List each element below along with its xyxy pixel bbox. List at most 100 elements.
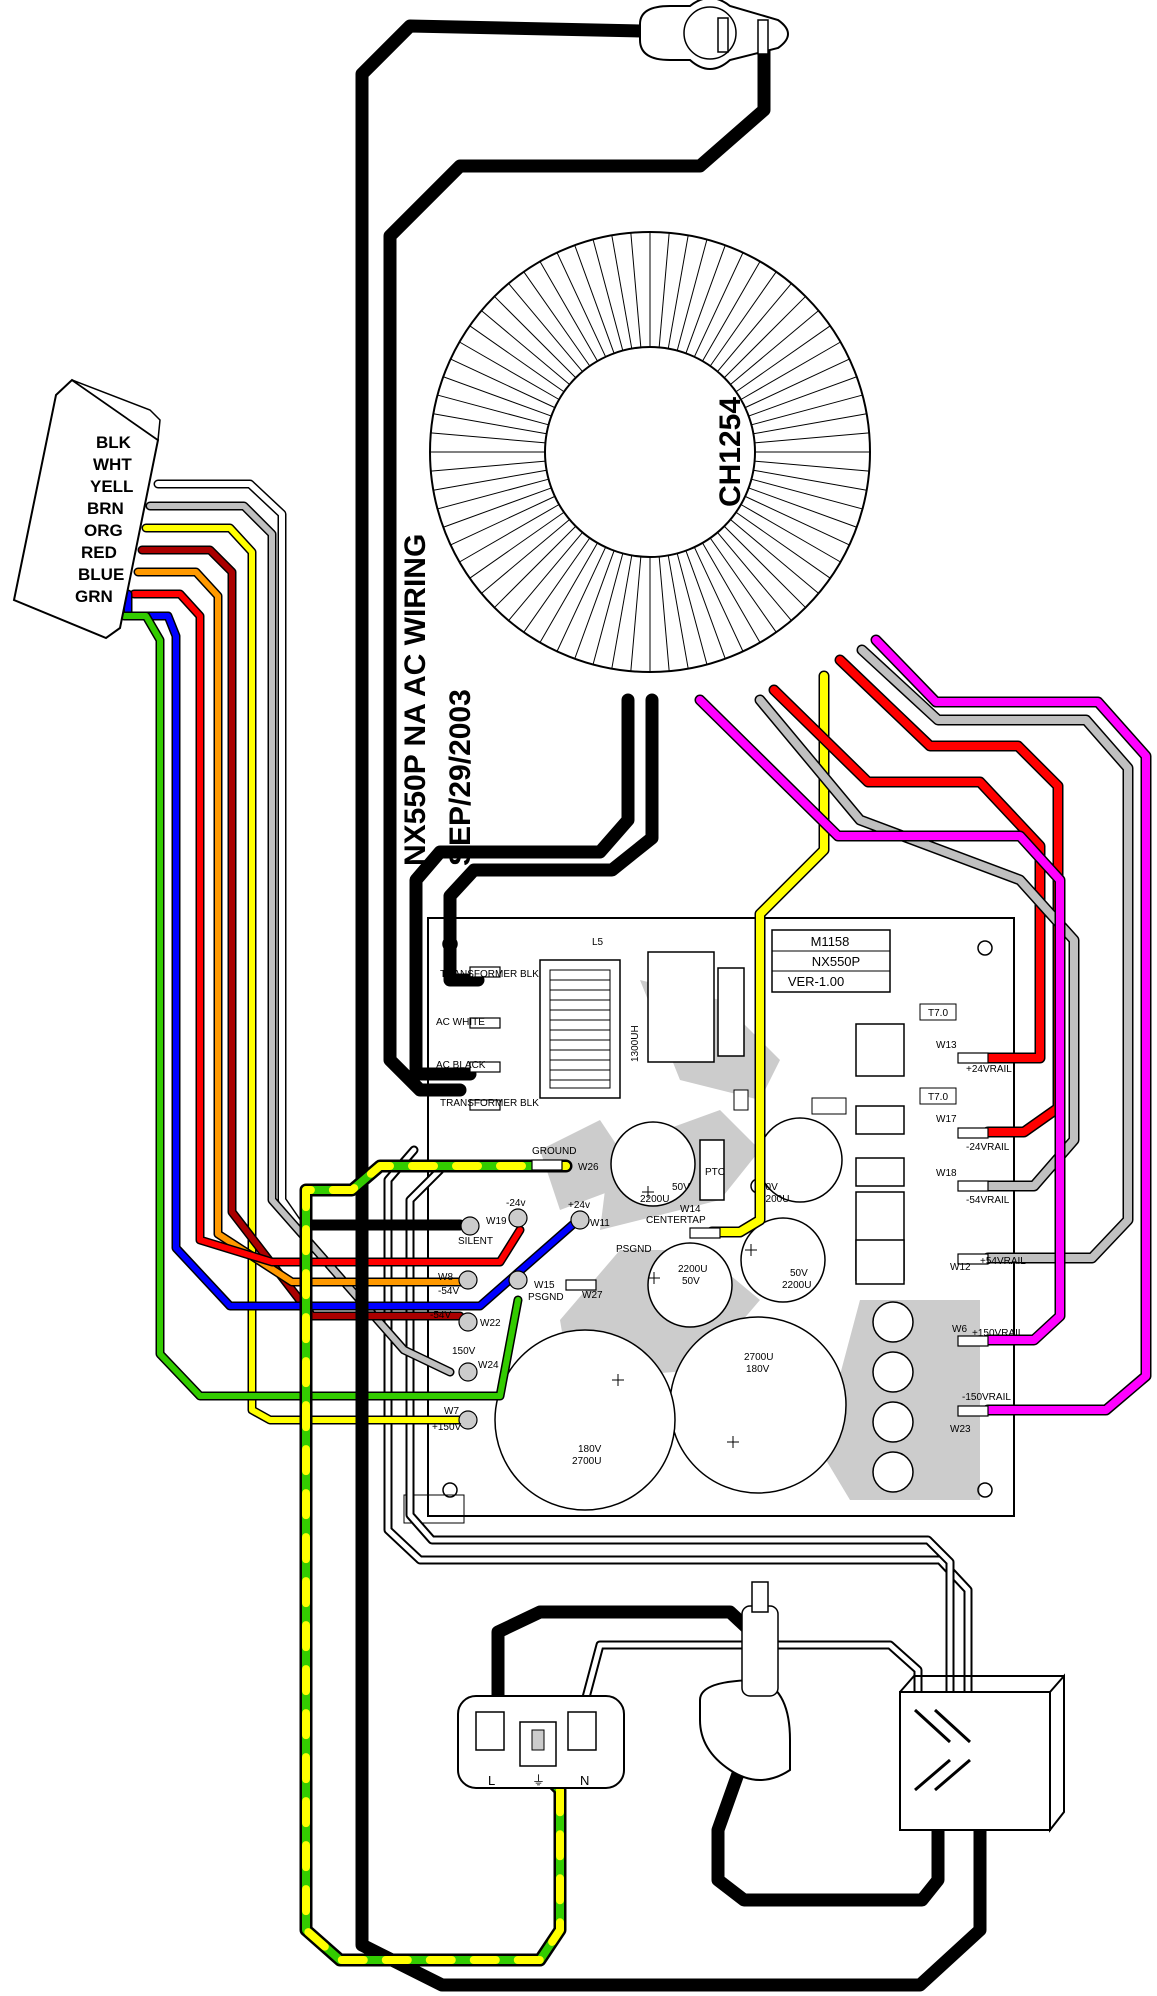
svg-text:W6: W6	[952, 1324, 967, 1335]
toroid-winding	[740, 341, 841, 400]
toroid-winding	[702, 542, 761, 643]
connector-pin-label: WHT	[93, 455, 132, 474]
svg-text:W22: W22	[480, 1318, 501, 1329]
svg-text:CENTERTAP: CENTERTAP	[646, 1215, 706, 1226]
toroid-winding	[748, 376, 857, 417]
toroid-winding	[430, 460, 546, 472]
toroid-winding	[685, 245, 726, 354]
toroid-winding	[469, 511, 565, 579]
bundle-wire	[121, 613, 521, 1399]
power-switch	[639, 0, 789, 70]
toroid-winding	[611, 555, 633, 669]
secondary-wire	[756, 696, 1078, 1190]
toroid-winding	[676, 239, 708, 351]
svg-text:2200U: 2200U	[760, 1194, 789, 1205]
toroid-winding	[556, 546, 607, 652]
toroid-winding	[523, 537, 591, 633]
inlet-live-label: L	[488, 1773, 495, 1788]
title-line1: NX550P NA AC WIRING	[399, 534, 432, 866]
svg-text:+150VRAIL: +150VRAIL	[972, 1328, 1024, 1339]
bundle-wire	[131, 591, 523, 1265]
svg-text:+24VRAIL: +24VRAIL	[966, 1064, 1012, 1075]
fuse2-label: T7.0	[928, 1092, 948, 1103]
inductor-ref: L5	[592, 937, 604, 948]
toroid-winding	[751, 478, 863, 510]
toroid-winding	[508, 283, 583, 372]
toroid-winding	[754, 432, 870, 444]
board-name: NX550P	[812, 954, 860, 969]
relay-box	[899, 1673, 1065, 1833]
inductor-l5: L5 1300UH	[539, 937, 641, 1099]
toroid-winding	[667, 555, 689, 669]
svg-text:W8: W8	[438, 1272, 453, 1283]
toroid-winding	[717, 283, 792, 372]
svg-text:W19: W19	[486, 1216, 507, 1227]
svg-text:-24VRAIL: -24VRAIL	[966, 1142, 1010, 1153]
svg-text:-150VRAIL: -150VRAIL	[962, 1392, 1011, 1403]
toroid-winding	[754, 460, 870, 472]
svg-text:180V: 180V	[578, 1444, 602, 1455]
toroid-winding	[481, 519, 570, 594]
secondary-wire	[770, 686, 1044, 1062]
toroid-winding	[717, 532, 792, 621]
svg-text:2200U: 2200U	[782, 1280, 811, 1291]
toroid-winding	[740, 504, 841, 563]
capacitor-c6: 180V 2700U	[494, 1329, 676, 1511]
connector-pin-label: RED	[81, 543, 117, 562]
secondary-wire	[696, 696, 1064, 1344]
svg-text:50V: 50V	[760, 1182, 778, 1193]
ac-inlet: L ⏚ N	[457, 1695, 625, 1789]
transformer-label: CH1254	[714, 397, 747, 507]
toroid-winding	[469, 325, 565, 393]
toroid-winding	[574, 245, 615, 354]
svg-text:W26: W26	[578, 1162, 599, 1173]
capacitor-c5: 2700U 180V	[669, 1316, 847, 1494]
capacitor-c4: 50V 2200U	[740, 1217, 826, 1303]
svg-text:2200U: 2200U	[678, 1264, 707, 1275]
svg-text:-54V: -54V	[430, 1310, 451, 1321]
toroid-winding	[523, 271, 591, 367]
toroid-winding	[693, 546, 744, 652]
connector-pin-label: BLUE	[78, 565, 124, 584]
capacitor-c1: 50V 2200U	[610, 1121, 696, 1207]
toroid-winding	[735, 325, 831, 393]
board-model: M1158	[811, 934, 850, 949]
toroid-winding	[508, 532, 583, 621]
toroid-winding	[556, 252, 607, 358]
toroid-winding	[753, 469, 867, 491]
capacitor-c2: 50V 2200U	[757, 1117, 843, 1205]
bundle-wire	[139, 547, 463, 1319]
toroid-winding	[443, 376, 552, 417]
toroid-winding	[592, 239, 624, 351]
svg-text:GROUND: GROUND	[532, 1146, 576, 1157]
connector-bundle-wires	[119, 479, 583, 1425]
svg-text:W11: W11	[590, 1218, 610, 1229]
svg-text:SILENT: SILENT	[458, 1236, 493, 1247]
board-version: VER-1.00	[788, 974, 844, 989]
capacitor-c3: 2200U 50V	[647, 1242, 733, 1328]
svg-text:TRANSFORMER BLK: TRANSFORMER BLK	[440, 969, 539, 980]
toroid-winding	[481, 310, 570, 385]
toroid-winding	[494, 296, 577, 379]
svg-text:W17: W17	[936, 1114, 957, 1125]
toroid-winding	[450, 495, 556, 546]
svg-text:50V: 50V	[682, 1276, 700, 1287]
board-terminals: TRANSFORMER BLK AC WHITE AC BLACK TRANSF…	[430, 966, 1026, 1435]
toroid-winding	[744, 358, 850, 409]
toroid-winding	[676, 553, 708, 665]
secondary-wire	[872, 636, 1150, 1414]
toroid-winding	[685, 550, 726, 659]
toroid-winding	[658, 232, 670, 348]
toroidal-transformer: CH1254	[429, 231, 871, 673]
inlet-neutral-label: N	[580, 1773, 589, 1788]
toroid-winding	[459, 341, 560, 400]
secondary-wire	[836, 656, 1062, 1136]
toroid-winding	[433, 469, 547, 491]
fuse1-label: T7.0	[928, 1008, 948, 1019]
svg-text:-54V: -54V	[438, 1286, 459, 1297]
svg-text:2700U: 2700U	[744, 1352, 773, 1363]
earth-wire	[299, 1159, 573, 1967]
toroid-winding	[437, 478, 549, 510]
